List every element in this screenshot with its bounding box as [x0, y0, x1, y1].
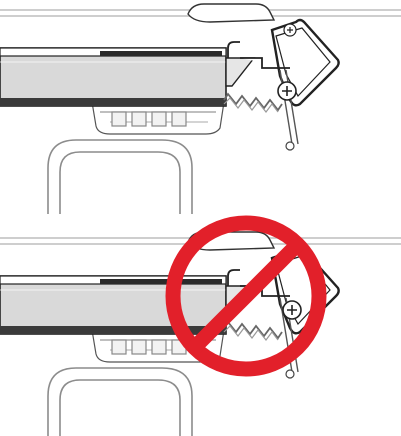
- cross-screw-icon: [277, 81, 297, 101]
- panel-incorrect: [0, 215, 401, 436]
- prohibition-icon: [165, 215, 327, 377]
- spring-icon: [285, 369, 295, 379]
- spring-icon: [285, 141, 295, 151]
- panel-correct: [0, 2, 401, 216]
- cross-screw-icon: [283, 23, 297, 37]
- latch-mechanism: [0, 2, 401, 216]
- cross-screw-icon: [282, 300, 302, 320]
